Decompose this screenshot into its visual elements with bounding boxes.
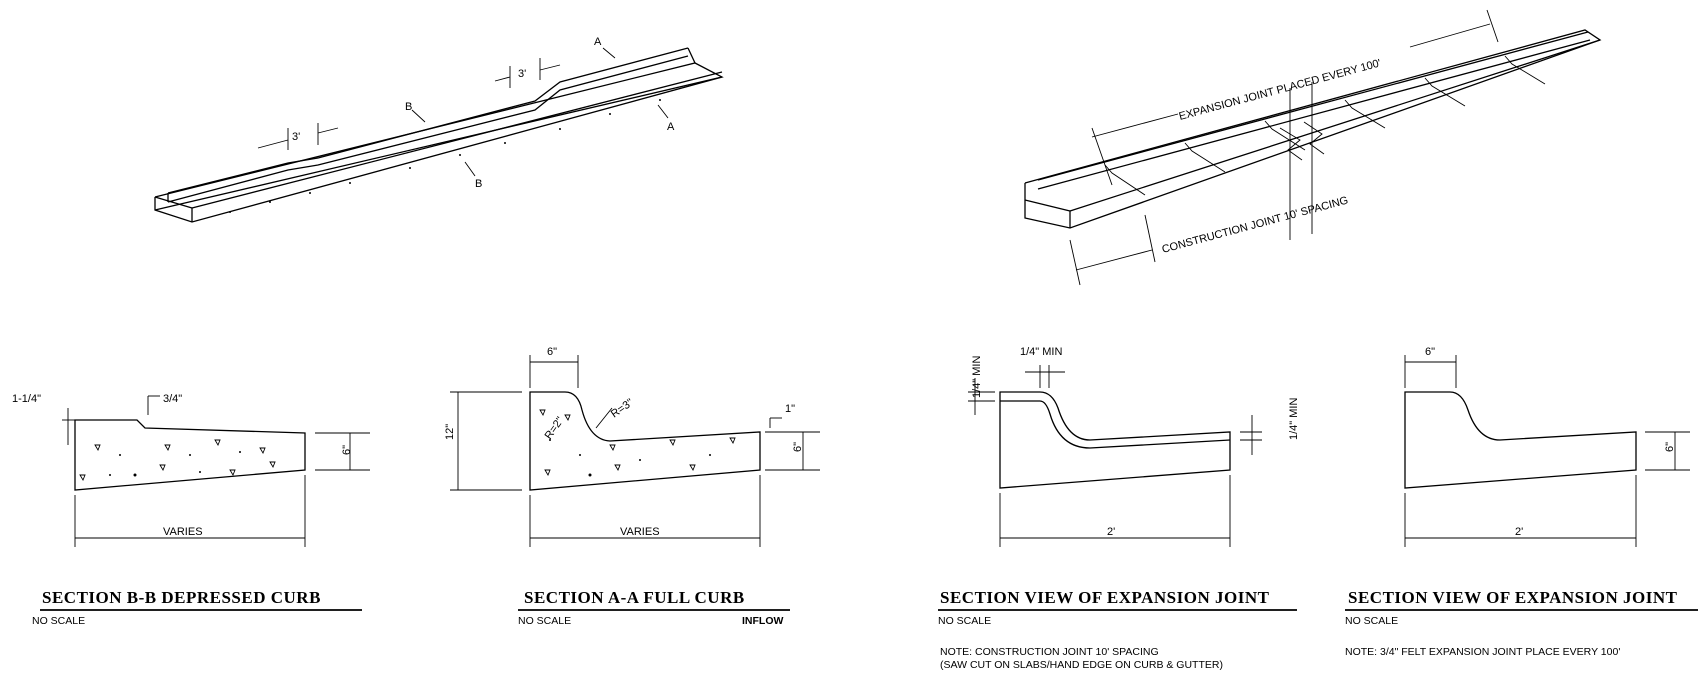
section-bb-scale: NO SCALE	[32, 615, 85, 627]
section-exp1-dim-top: 1/4" MIN	[1020, 346, 1062, 358]
iso-joint-construction-label: CONSTRUCTION JOINT 10' SPACING	[1161, 195, 1350, 256]
section-exp2-note: NOTE: 3/4" FELT EXPANSION JOINT PLACE EV…	[1345, 646, 1620, 658]
iso-curb-callout-a-bottom: A	[667, 121, 675, 133]
section-bb: 1-1/4" 3/4" 6" VARIES SECTION B-B DEPRES…	[12, 393, 370, 627]
iso-joint-lines	[1104, 55, 1546, 196]
section-exp1-dim-right: 1/4" MIN	[1288, 398, 1300, 440]
section-exp1-joint-line	[1000, 400, 1231, 449]
section-exp1: 1/4" MIN 1/4" MIN 1/4" MIN 2' SECTION VI…	[938, 346, 1300, 671]
section-aa-radius-1: R=2"	[543, 415, 567, 442]
section-aa-profile	[529, 391, 761, 491]
iso-curb-aggregate	[229, 99, 661, 213]
section-bb-title: SECTION B-B DEPRESSED CURB	[42, 588, 321, 607]
section-exp1-scale: NO SCALE	[938, 615, 991, 627]
section-bb-profile	[74, 419, 306, 491]
section-exp1-note-line2: (SAW CUT ON SLABS/HAND EDGE ON CURB & GU…	[940, 659, 1223, 671]
iso-curb-view: 3' 3' A A B B	[154, 36, 724, 223]
section-bb-dim-top: 3/4"	[163, 393, 182, 405]
section-bb-aggregate	[79, 439, 276, 482]
iso-curb-callout-a-top: A	[594, 36, 602, 48]
iso-curb-dim-left: 3'	[292, 131, 300, 143]
section-exp2: 6" 6" 2' SECTION VIEW OF EXPANSION JOINT…	[1345, 346, 1698, 658]
iso-curb-back-line	[167, 47, 689, 194]
section-aa-dim-left: 12"	[444, 424, 456, 440]
section-exp2-dim-top: 6"	[1425, 346, 1435, 358]
section-bb-dim-right: 6"	[341, 445, 353, 455]
iso-joint-view: EXPANSION JOINT PLACED EVERY 100' CONSTR…	[1024, 9, 1602, 286]
section-aa-note-right: INFLOW	[742, 615, 783, 627]
section-exp1-profile	[999, 391, 1231, 489]
section-bb-dim-bottom: VARIES	[163, 526, 203, 538]
section-aa: 6" 12" R=2" R=3" 1" 6" VARIES SECTION A-…	[444, 346, 820, 627]
section-exp2-dim-right: 6"	[1664, 442, 1676, 452]
section-aa-dim-right-top: 1"	[785, 403, 795, 415]
section-exp2-title: SECTION VIEW OF EXPANSION JOINT	[1348, 588, 1678, 607]
section-bb-dim-left: 1-1/4"	[12, 393, 41, 405]
section-aa-aggregate	[539, 409, 736, 477]
section-exp1-dim-left: 1/4" MIN	[971, 356, 983, 398]
section-exp2-profile	[1404, 391, 1637, 489]
section-aa-scale: NO SCALE	[518, 615, 571, 627]
section-aa-dim-top: 6"	[547, 346, 557, 358]
section-exp1-note-line1: NOTE: CONSTRUCTION JOINT 10' SPACING	[940, 646, 1159, 658]
section-exp1-title: SECTION VIEW OF EXPANSION JOINT	[940, 588, 1270, 607]
section-aa-radius-2: R=3"	[609, 397, 636, 421]
section-exp2-scale: NO SCALE	[1345, 615, 1398, 627]
iso-curb-callout-b-top: B	[405, 101, 412, 113]
iso-curb-outline	[154, 62, 724, 223]
iso-joint-outline	[1024, 29, 1602, 229]
section-aa-dim-bottom: VARIES	[620, 526, 660, 538]
section-aa-dim-right: 6"	[792, 442, 804, 452]
iso-curb-callout-b-bottom: B	[475, 178, 482, 190]
iso-curb-dim-right: 3'	[518, 68, 526, 80]
section-aa-title: SECTION A-A FULL CURB	[524, 588, 745, 607]
section-exp1-dim-bottom: 2'	[1107, 526, 1115, 538]
iso-curb-front-top	[154, 76, 723, 211]
section-exp2-dim-bottom: 2'	[1515, 526, 1523, 538]
